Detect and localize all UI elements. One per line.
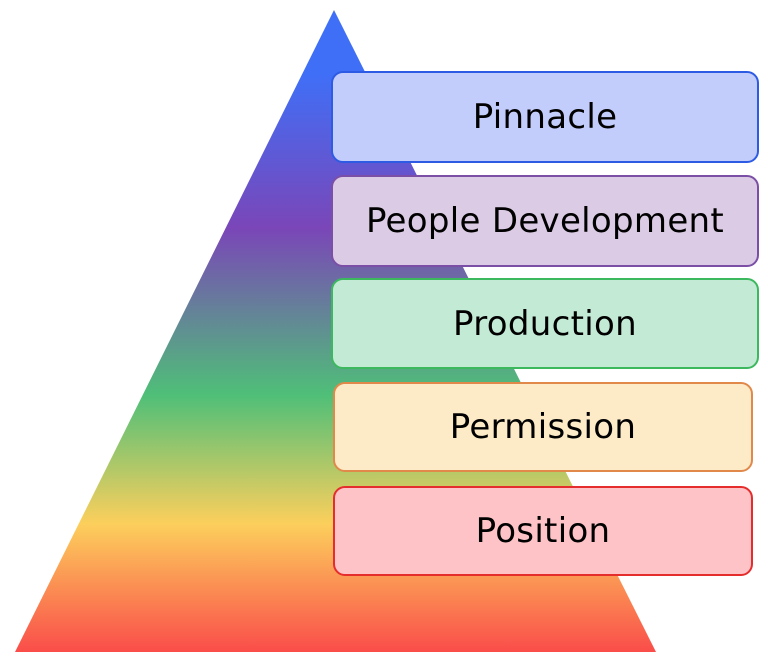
level-label-position: Position — [475, 511, 611, 551]
level-box-position: Position — [333, 486, 753, 576]
level-box-people-development: People Development — [331, 175, 759, 267]
level-box-permission: Permission — [333, 382, 753, 472]
level-label-pinnacle: Pinnacle — [472, 97, 618, 137]
level-label-permission: Permission — [449, 407, 637, 447]
level-label-production: Production — [453, 303, 637, 344]
level-box-production: Production — [331, 278, 759, 369]
level-label-people-development: People Development — [365, 201, 725, 241]
level-box-pinnacle: Pinnacle — [331, 71, 759, 163]
